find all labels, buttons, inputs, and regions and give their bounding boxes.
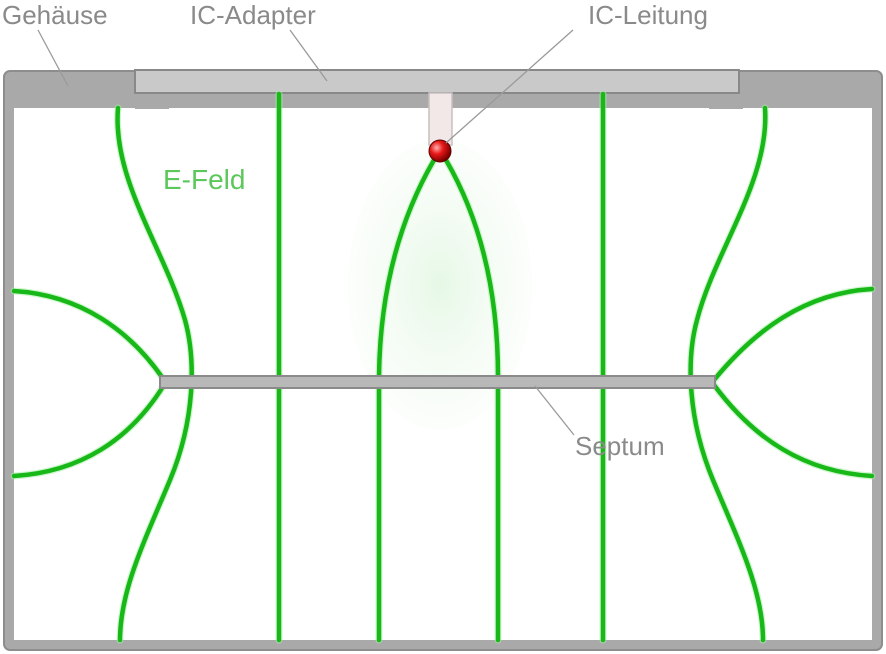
- adapter-label: IC-Adapter: [190, 0, 316, 30]
- leader-lines: [37, 29, 575, 436]
- field-glow: [348, 140, 532, 430]
- septum: [159, 375, 716, 389]
- ic-lead-ball: [428, 139, 452, 163]
- ic-adapter: [134, 69, 740, 94]
- housing-label: Gehäuse: [2, 0, 108, 30]
- septum-label: Septum: [575, 431, 665, 461]
- ic-lead-label: IC-Leitung: [588, 0, 708, 30]
- ic-lead: [428, 92, 453, 163]
- e-field-label: E-Feld: [163, 164, 246, 195]
